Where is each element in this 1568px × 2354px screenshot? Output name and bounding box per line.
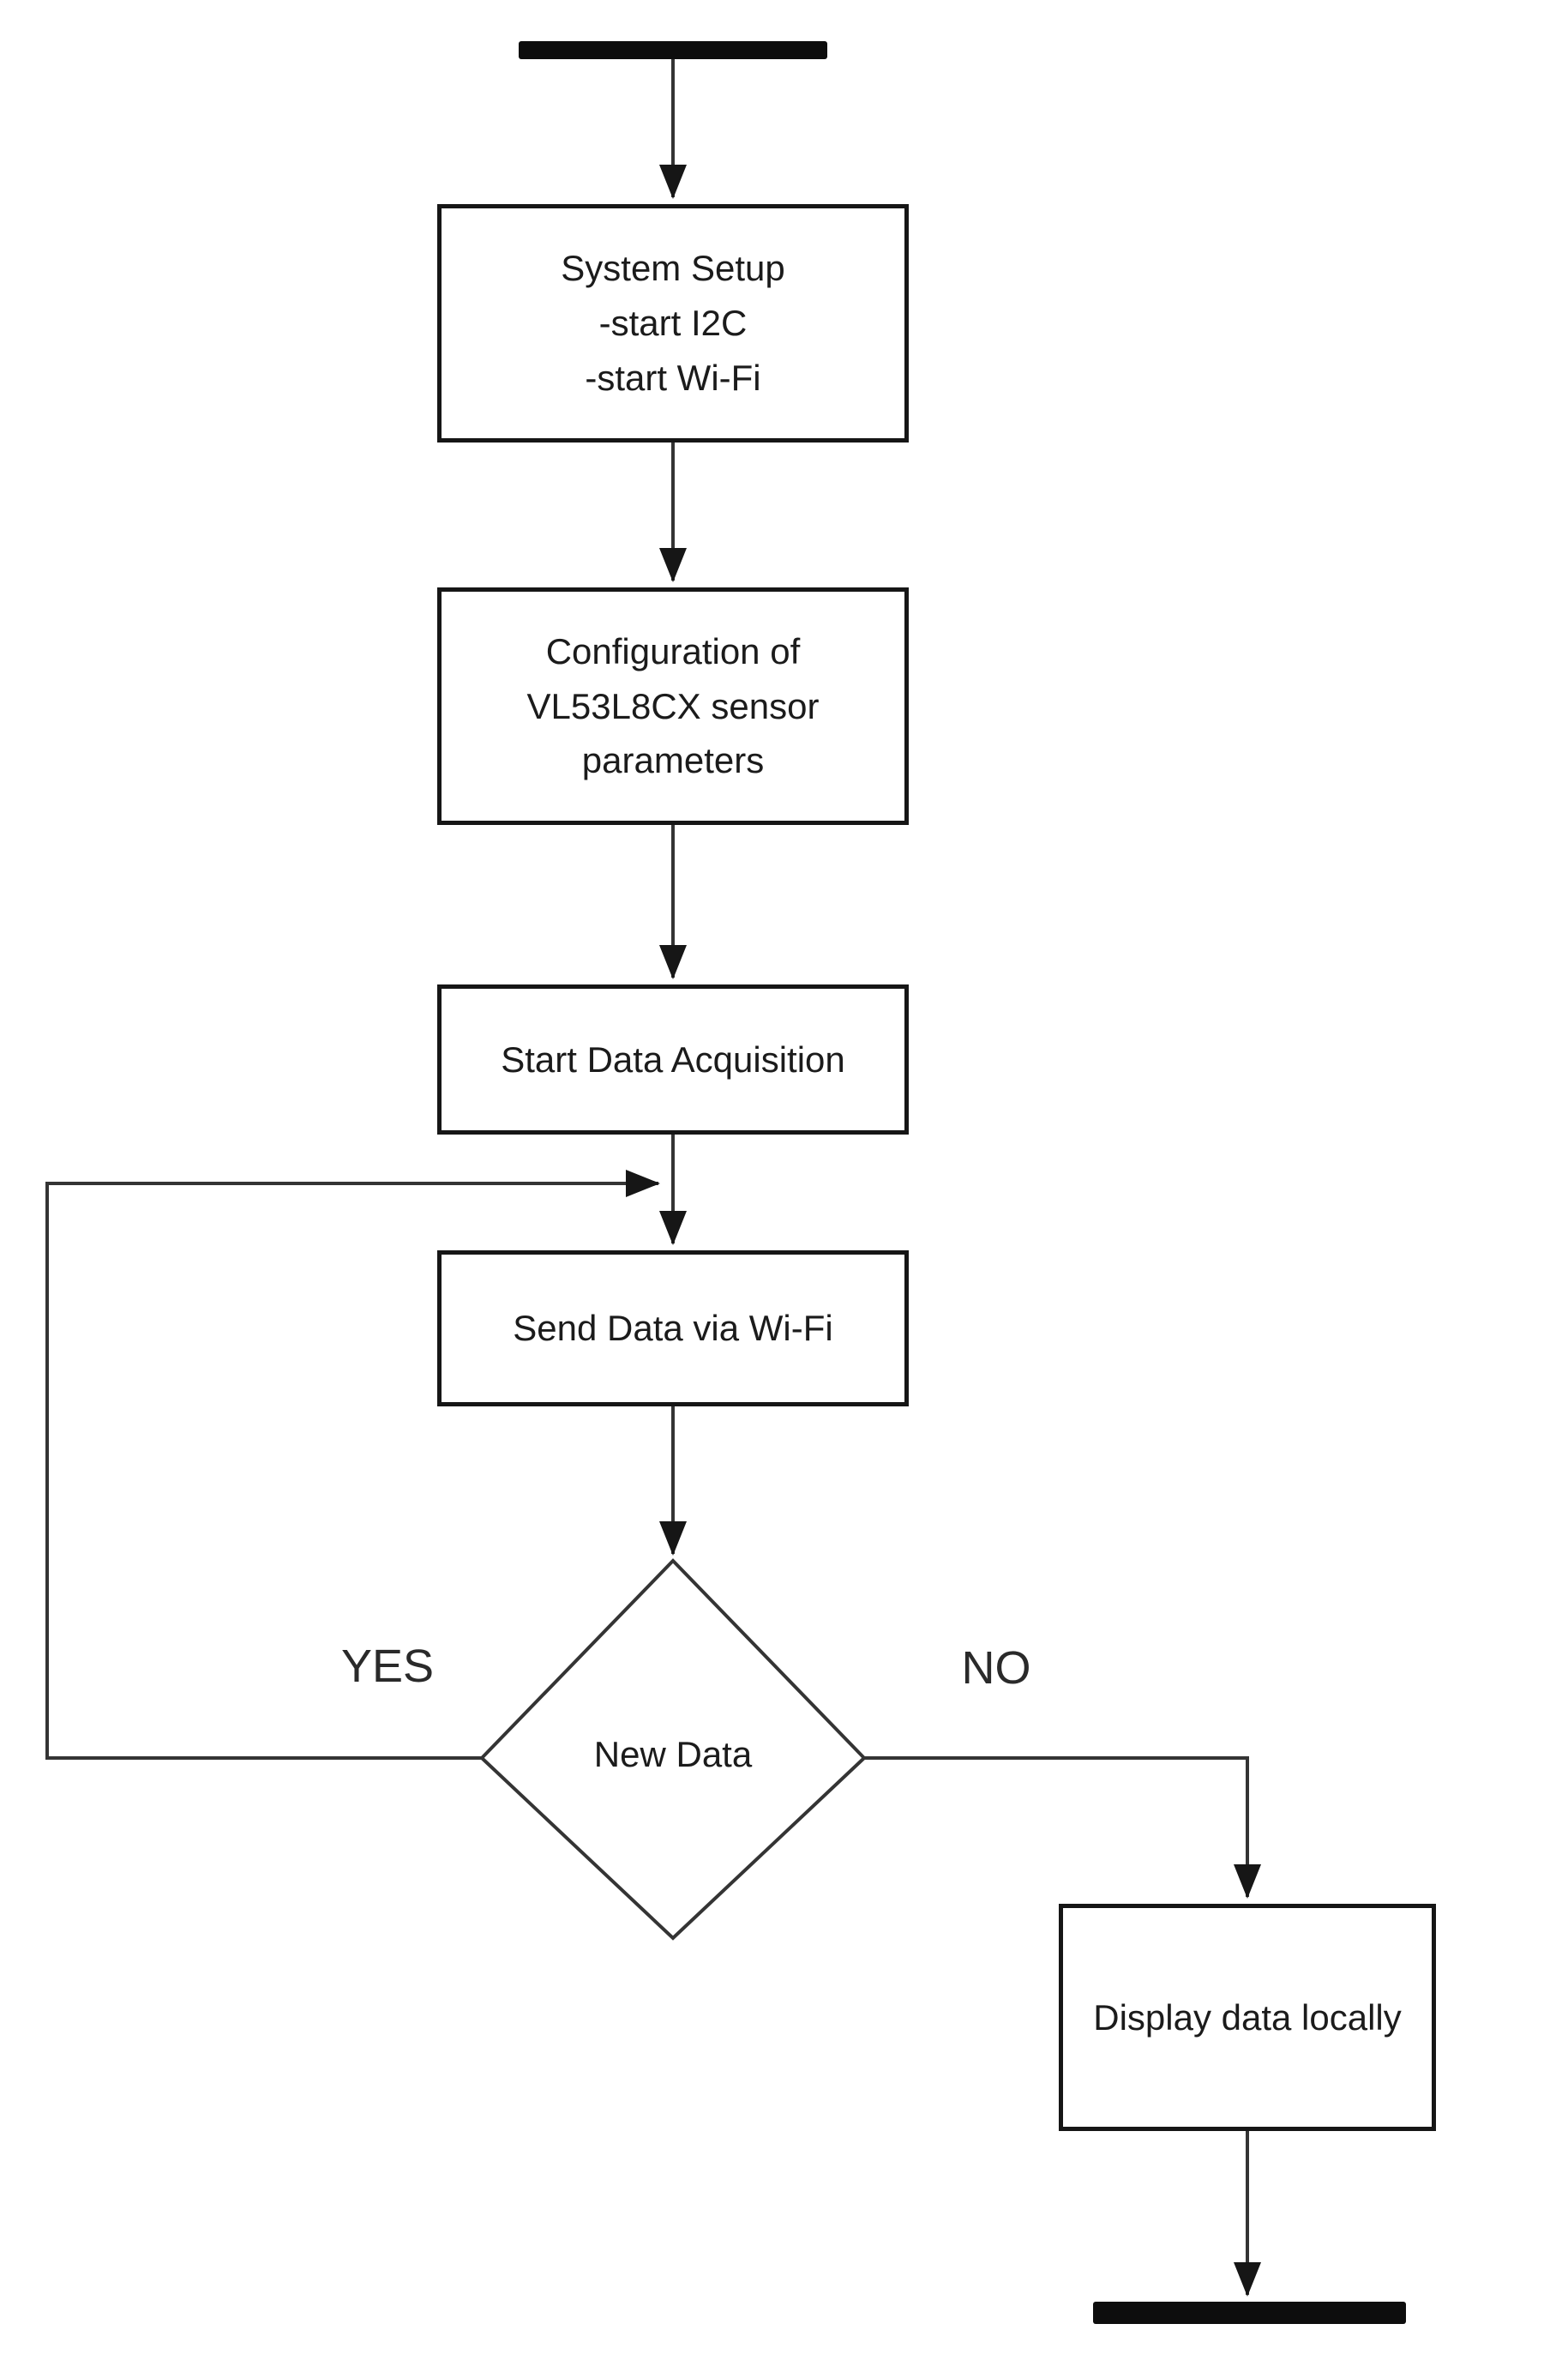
node-display-locally-label: Display data locally bbox=[1093, 1996, 1402, 2038]
decision-diamond-shape bbox=[479, 1558, 867, 1941]
start-terminal bbox=[519, 41, 827, 59]
node-system-setup: System Setup -start I2C -start Wi-Fi bbox=[437, 204, 909, 443]
node-system-setup-label: System Setup -start I2C -start Wi-Fi bbox=[561, 241, 784, 405]
node-send-data: Send Data via Wi-Fi bbox=[437, 1250, 909, 1406]
edge-decision-no-to-display bbox=[864, 1756, 1261, 1899]
node-start-acquisition-label: Start Data Acquisition bbox=[501, 1039, 845, 1080]
edge-decision-yes-loop bbox=[45, 1170, 660, 1760]
node-sensor-config-line1: Configuration of bbox=[545, 630, 801, 671]
node-send-data-label: Send Data via Wi-Fi bbox=[513, 1308, 833, 1349]
node-sensor-config-line2: VL53L8CX sensor bbox=[526, 685, 820, 726]
node-sensor-config-line3: parameters bbox=[581, 740, 765, 781]
node-sensor-config-label: Configuration of VL53L8CX sensor paramet… bbox=[527, 624, 820, 788]
node-system-setup-line1: System Setup bbox=[561, 248, 785, 289]
edge-label-yes: YES bbox=[340, 1641, 435, 1692]
node-new-data-decision-label: New Data bbox=[593, 1734, 753, 1774]
node-system-setup-line2: -start I2C bbox=[598, 303, 748, 344]
node-sensor-config: Configuration of VL53L8CX sensor paramet… bbox=[437, 587, 909, 825]
end-terminal bbox=[1093, 2302, 1406, 2324]
node-display-locally: Display data locally bbox=[1059, 1904, 1436, 2131]
node-system-setup-line3: -start Wi-Fi bbox=[585, 357, 761, 398]
node-start-acquisition: Start Data Acquisition bbox=[437, 984, 909, 1135]
edge-label-no: NO bbox=[961, 1642, 1031, 1694]
